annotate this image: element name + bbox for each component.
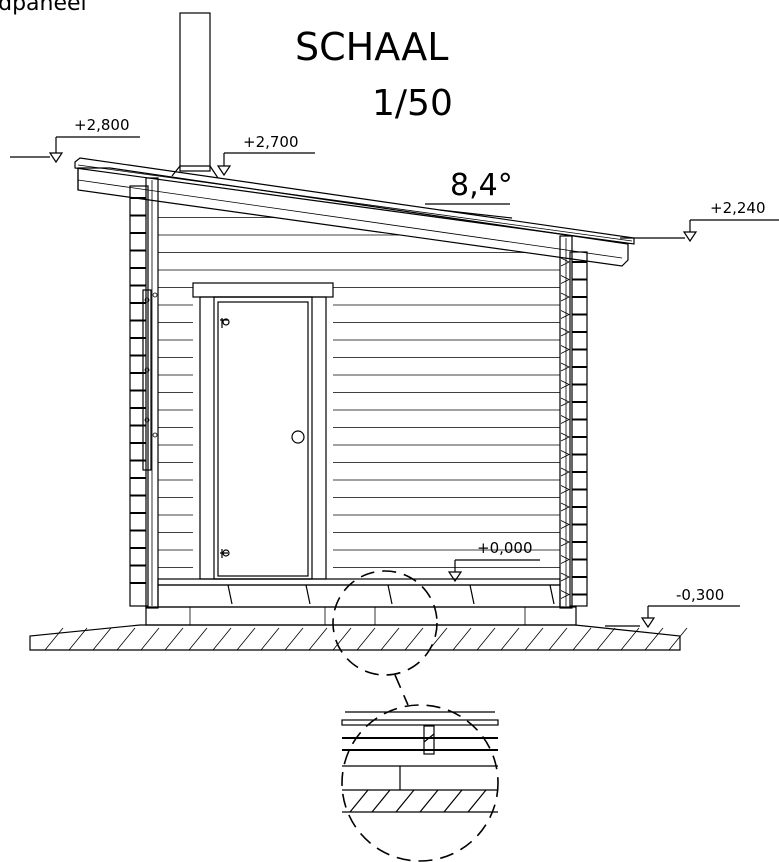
scale-title: SCHAAL [295,25,448,69]
svg-text:+2,800: +2,800 [74,116,130,134]
svg-text:-0,300: -0,300 [676,586,724,604]
door [192,282,334,580]
wall-siding [158,217,560,568]
right-wall [559,235,588,609]
level-marker-eave: +2,240 [620,199,779,243]
right-wall-log-courses [560,257,587,599]
roof [74,157,635,267]
foundation [145,606,577,626]
level-marker-ground: -0,300 [605,586,740,629]
svg-text:+0,000: +0,000 [477,539,533,557]
roof-angle-label: 8,4° [450,168,513,203]
level-marker-chimney: +2,700 [216,133,315,177]
left-wall-log-courses [130,197,146,584]
ground [29,624,688,651]
left-wall [129,177,159,609]
level-marker-ridge: +2,800 [10,116,140,164]
door-handle [291,430,305,444]
svg-text:+2,700: +2,700 [243,133,299,151]
svg-text:+2,240: +2,240 [710,199,766,217]
chimney [171,12,219,179]
door-hinge-bottom [220,549,230,558]
level-marker-floor: +0,000 [447,539,540,583]
floor-structure [157,578,561,608]
door-hinge-top [220,318,230,328]
detail-callout [332,570,499,862]
top-left-label: ldpaneel [0,0,87,16]
scale-value: 1/50 [372,83,453,124]
ground-hatch [44,627,688,651]
